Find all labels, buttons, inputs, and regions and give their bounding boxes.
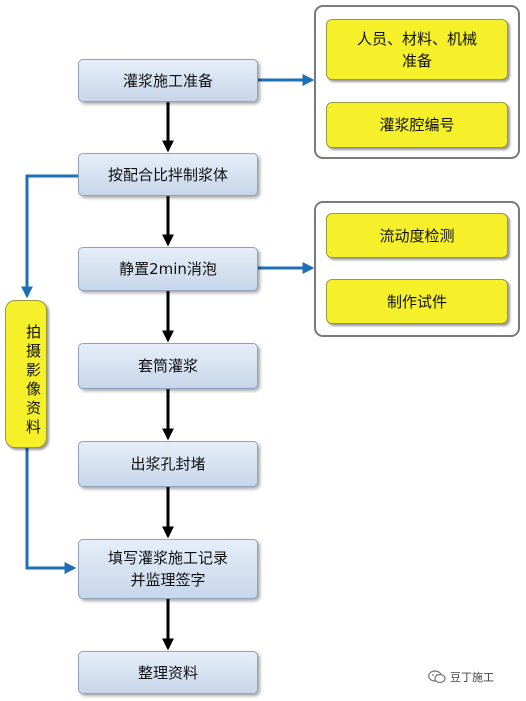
branch-arrow-to-photo: [21, 174, 80, 299]
step-label: 灌浆施工准备: [122, 71, 213, 90]
step-organize-docs: 整理资料: [78, 651, 258, 694]
step-sleeve-grouting: 套筒灌浆: [78, 343, 258, 389]
step-seal-outlet: 出浆孔封堵: [78, 441, 258, 487]
step-label: 静置2min消泡: [119, 260, 217, 278]
test-item-specimen: 制作试件: [326, 279, 508, 324]
prep-item-label: 人员、材料、机械: [356, 29, 477, 48]
prep-item-label: 灌浆腔编号: [379, 116, 455, 134]
step-label: 出浆孔封堵: [130, 455, 206, 473]
photo-record-label: 拍摄影像资料: [24, 324, 42, 438]
test-item-fluidity: 流动度检测: [326, 213, 508, 258]
step-label: 填写灌浆施工记录: [107, 549, 228, 567]
wechat-icon: [428, 670, 446, 684]
step-label: 按配合比拌制浆体: [107, 165, 228, 184]
step-fill-record: 填写灌浆施工记录 并监理签字: [78, 539, 258, 599]
step-label: 整理资料: [137, 663, 198, 682]
step-label: 套筒灌浆: [137, 357, 198, 375]
step-grouting-prep: 灌浆施工准备: [78, 59, 258, 102]
step-defoam: 静置2min消泡: [78, 247, 258, 291]
step-mix-grout: 按配合比拌制浆体: [78, 153, 258, 196]
branch-arrow-to-record: [25, 448, 77, 574]
prep-item-resources: 人员、材料、机械 准备: [326, 19, 508, 80]
step-label: 并监理签字: [130, 571, 206, 589]
watermark-text: 豆丁施工: [450, 671, 494, 684]
prep-item-label: 准备: [401, 51, 432, 70]
watermark: 豆丁施工: [428, 668, 494, 686]
prep-item-cavity-numbering: 灌浆腔编号: [326, 102, 508, 148]
photo-record-node: 拍摄影像资料: [5, 300, 47, 448]
test-item-label: 制作试件: [386, 292, 447, 311]
test-item-label: 流动度检测: [379, 226, 455, 245]
